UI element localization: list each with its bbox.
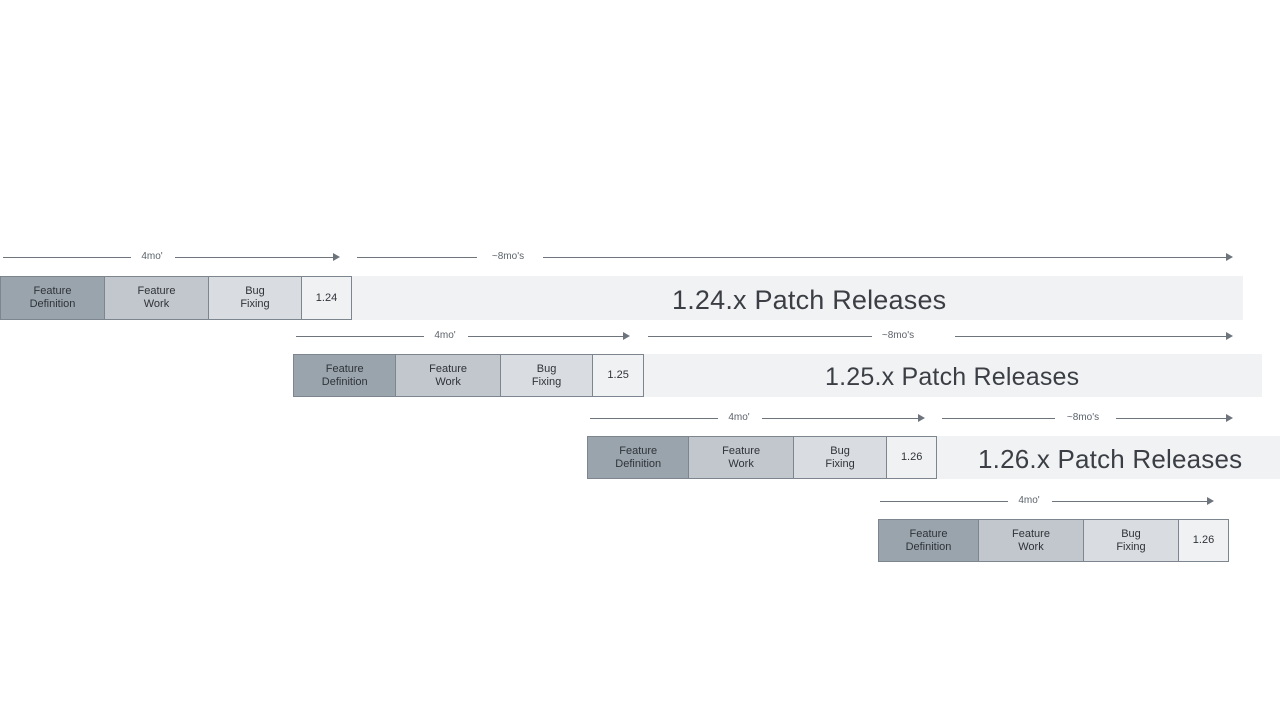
phase-label-line2: Work xyxy=(728,457,754,470)
phase-bug-fixing[interactable]: Bug Fixing xyxy=(209,277,302,319)
phase-group-127: Feature Definition Feature Work Bug Fixi… xyxy=(878,519,1229,562)
phase-group-125: Feature Definition Feature Work Bug Fixi… xyxy=(293,354,644,397)
phase-label-line1: Bug xyxy=(830,444,850,457)
measure-row-124: 4mo' ~8mo's xyxy=(0,248,1280,268)
measure-seg xyxy=(3,257,131,258)
phase-label-line2: Work xyxy=(435,375,461,388)
measure-label-8mo: ~8mo's xyxy=(1066,412,1100,423)
measure-label-4mo: 4mo' xyxy=(434,330,456,341)
phase-version-badge[interactable]: 1.25 xyxy=(593,355,643,396)
patch-release-label-124: 1.24.x Patch Releases xyxy=(672,285,947,315)
phase-group-126: Feature Definition Feature Work Bug Fixi… xyxy=(587,436,937,479)
phase-label-line2: Fixing xyxy=(825,457,855,470)
phase-feature-work[interactable]: Feature Work xyxy=(689,437,794,478)
phase-label-line1: Feature xyxy=(722,444,761,457)
phase-label-line1: Bug xyxy=(536,362,557,375)
phase-feature-definition[interactable]: Feature Definition xyxy=(879,520,979,561)
measure-label-4mo: 4mo' xyxy=(141,251,163,262)
phase-label-line1: Feature xyxy=(33,285,72,298)
arrow-head-icon xyxy=(333,253,340,261)
arrow-head-icon xyxy=(1207,497,1214,505)
arrow-head-icon xyxy=(918,414,925,422)
arrow-head-icon xyxy=(1226,332,1233,340)
phase-bug-fixing[interactable]: Bug Fixing xyxy=(793,437,888,478)
phase-label-line1: Feature xyxy=(1012,527,1050,540)
phase-bug-fixing[interactable]: Bug Fixing xyxy=(500,355,594,396)
phase-label-line1: Feature xyxy=(909,527,948,540)
phase-feature-work[interactable]: Feature Work xyxy=(396,355,501,396)
phase-label-line2: Fixing xyxy=(531,375,562,388)
phase-feature-definition[interactable]: Feature Definition xyxy=(294,355,397,396)
phase-version-badge[interactable]: 1.26 xyxy=(1179,520,1228,561)
measure-seg xyxy=(955,336,1227,337)
measure-row-126: 4mo' ~8mo's xyxy=(0,409,1280,429)
measure-label-8mo: ~8mo's xyxy=(881,330,915,341)
phase-label-line1: Bug xyxy=(1121,527,1141,540)
arrow-head-icon xyxy=(623,332,630,340)
phase-label-line2: Work xyxy=(1018,540,1044,553)
measure-seg xyxy=(543,257,1228,258)
patch-release-label-125: 1.25.x Patch Releases xyxy=(825,363,1080,391)
phase-group-124: Feature Definition Feature Work Bug Fixi… xyxy=(0,276,352,320)
measure-seg xyxy=(590,418,718,419)
phase-label-line1: Feature xyxy=(619,444,658,457)
measure-seg xyxy=(468,336,625,337)
measure-seg xyxy=(1116,418,1227,419)
measure-seg xyxy=(880,501,1008,502)
measure-row-125: 4mo' ~8mo's xyxy=(0,327,1280,347)
measure-seg xyxy=(1052,501,1209,502)
measure-seg xyxy=(296,336,424,337)
measure-label-8mo: ~8mo's xyxy=(491,251,525,262)
phase-label-line1: Feature xyxy=(325,362,364,375)
measure-seg xyxy=(942,418,1055,419)
arrow-head-icon xyxy=(1226,414,1233,422)
measure-row-127: 4mo' xyxy=(0,492,1280,512)
phase-feature-definition[interactable]: Feature Definition xyxy=(1,277,105,319)
phase-feature-definition[interactable]: Feature Definition xyxy=(588,437,690,478)
measure-label-4mo: 4mo' xyxy=(728,412,750,423)
arrow-head-icon xyxy=(1226,253,1233,261)
phase-feature-work[interactable]: Feature Work xyxy=(979,520,1084,561)
phase-label-line2: Definition xyxy=(29,298,76,310)
measure-seg xyxy=(762,418,920,419)
measure-label-4mo: 4mo' xyxy=(1018,495,1040,506)
phase-label-line1: Bug xyxy=(245,285,265,298)
measure-seg xyxy=(357,257,477,258)
phase-bug-fixing[interactable]: Bug Fixing xyxy=(1084,520,1179,561)
phase-label-line2: Definition xyxy=(321,375,368,388)
phase-version-badge[interactable]: 1.26 xyxy=(887,437,937,478)
measure-seg xyxy=(175,257,335,258)
patch-release-label-126: 1.26.x Patch Releases xyxy=(978,444,1243,474)
measure-seg xyxy=(648,336,872,337)
phase-label-line2: Fixing xyxy=(1116,540,1146,553)
phase-label-line1: Feature xyxy=(429,362,468,375)
phase-label-line2: Work xyxy=(143,298,170,310)
phase-label-line2: Definition xyxy=(905,540,952,553)
phase-label-line2: Definition xyxy=(615,457,662,470)
phase-version-badge[interactable]: 1.24 xyxy=(302,277,351,319)
phase-feature-work[interactable]: Feature Work xyxy=(105,277,209,319)
phase-label-line1: Feature xyxy=(137,285,176,298)
phase-label-line2: Fixing xyxy=(240,298,270,310)
